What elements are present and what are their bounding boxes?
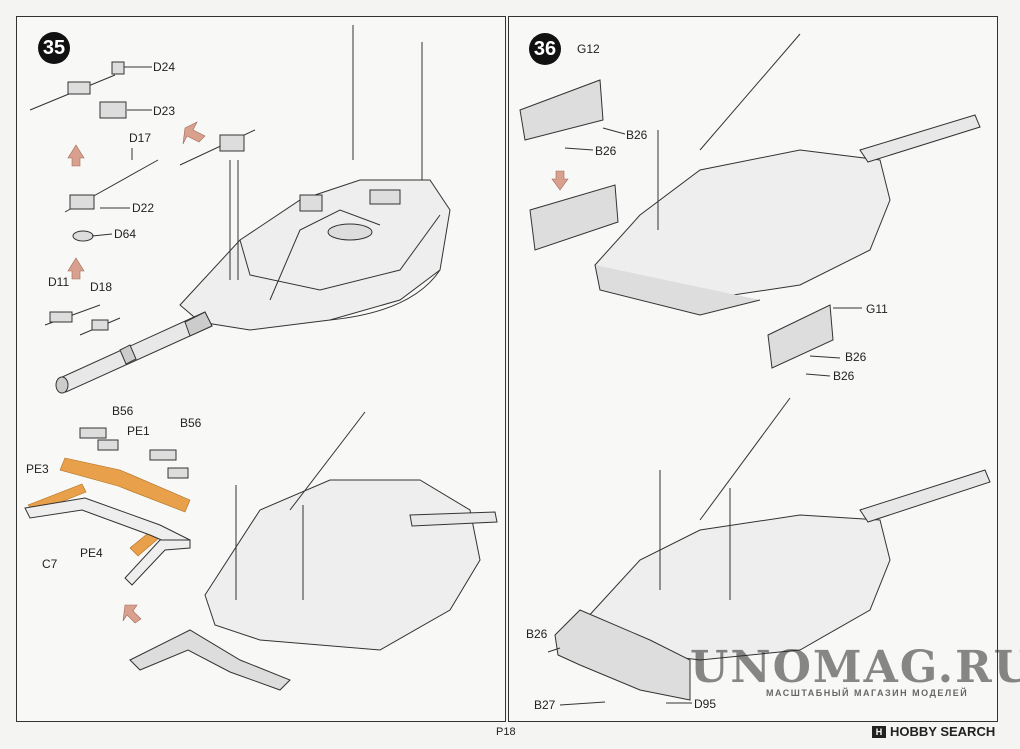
part-label-pe4: PE4 (80, 546, 103, 560)
part-label-b26-5: B26 (526, 627, 548, 641)
part-label-pe1: PE1 (127, 424, 150, 438)
brand-logo: H HOBBY SEARCH (872, 724, 995, 739)
part-label-b26-3: B26 (845, 350, 867, 364)
part-label-pe3: PE3 (26, 462, 49, 476)
part-label-b56-right: B56 (180, 416, 202, 430)
watermark-subtitle: МАСШТАБНЫЙ МАГАЗИН МОДЕЛЕЙ (766, 688, 969, 698)
parts-lower-35 (24, 411, 498, 691)
part-label-g11: G11 (866, 302, 888, 316)
gun-barrel-35 (55, 311, 213, 394)
part-label-d11: D11 (48, 275, 70, 289)
turret-lower-36 (547, 397, 991, 706)
part-label-b26-2: B26 (595, 144, 617, 158)
step-number-36: 36 (529, 33, 561, 65)
part-label-d95: D95 (694, 697, 717, 711)
part-label-c7: C7 (42, 557, 58, 571)
part-label-d17: D17 (129, 131, 152, 145)
direction-arrows (67, 121, 569, 624)
part-label-b26-4: B26 (833, 369, 855, 383)
brand-mark-icon: H (872, 725, 886, 738)
part-label-g12: G12 (577, 42, 600, 56)
part-label-b26-1: B26 (626, 128, 648, 142)
part-label-b56-left: B56 (112, 404, 134, 418)
page-number: P18 (496, 726, 516, 738)
watermark-title: UNOMAG.RU (690, 642, 1020, 693)
part-label-d24: D24 (153, 60, 176, 74)
part-label-d18: D18 (90, 280, 113, 294)
turret-upper-36 (519, 33, 981, 377)
part-label-d64: D64 (114, 227, 137, 241)
machine-gun-parts-35 (29, 61, 256, 336)
part-label-d22: D22 (132, 201, 155, 215)
brand-name: HOBBY SEARCH (890, 724, 996, 739)
turret-upper-35 (179, 25, 451, 331)
step-number-35: 35 (38, 32, 70, 64)
part-label-d23: D23 (153, 104, 176, 118)
part-label-b27: B27 (534, 698, 556, 712)
